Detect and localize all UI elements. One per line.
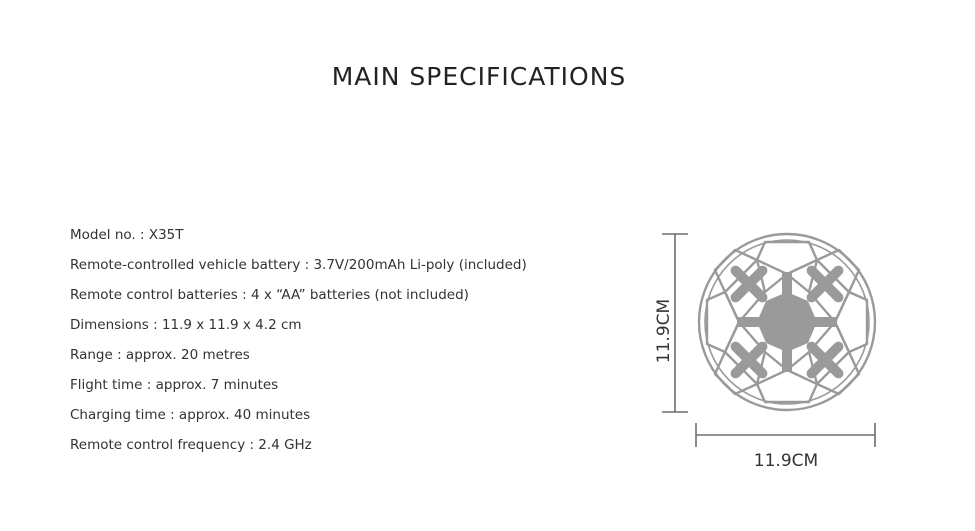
spec-remote-batteries: Remote control batteries : 4 x “AA” batt… bbox=[70, 287, 469, 303]
spec-list: Model no. : X35T Remote-controlled vehic… bbox=[70, 220, 527, 460]
spec-charging-time: Charging time : approx. 40 minutes bbox=[70, 407, 311, 423]
drone-illustration bbox=[662, 232, 877, 447]
width-label: 11.9CM bbox=[753, 451, 819, 471]
spec-model-number: Model no. : X35T bbox=[70, 227, 184, 243]
drone-dimension-diagram: 11.9CM 11.9CM bbox=[630, 225, 890, 475]
spec-range: Range : approx. 20 metres bbox=[70, 347, 250, 363]
spec-remote-frequency: Remote control frequency : 2.4 GHz bbox=[70, 437, 312, 453]
drone-body bbox=[730, 265, 844, 379]
width-dimension-line bbox=[695, 423, 876, 447]
spec-dimensions: Dimensions : 11.9 x 11.9 x 4.2 cm bbox=[70, 317, 302, 333]
height-dimension-line bbox=[662, 233, 688, 413]
page-title: MAIN SPECIFICATIONS bbox=[331, 62, 627, 91]
drone-cage bbox=[697, 232, 877, 412]
height-label: 11.9CM bbox=[648, 299, 680, 363]
height-label-text: 11.9CM bbox=[654, 298, 675, 364]
spec-vehicle-battery: Remote-controlled vehicle battery : 3.7V… bbox=[70, 257, 527, 273]
spec-flight-time: Flight time : approx. 7 minutes bbox=[70, 377, 279, 393]
